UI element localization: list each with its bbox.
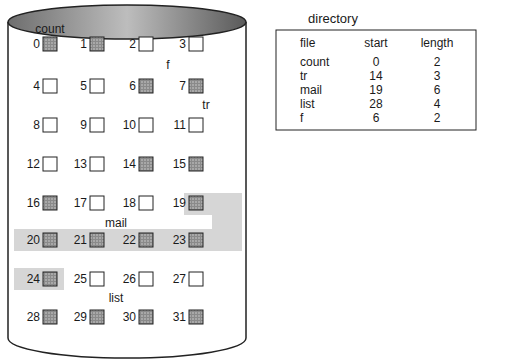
- disk-block: [139, 157, 153, 171]
- block-number: 3: [179, 38, 186, 50]
- block-number: 1: [80, 38, 87, 50]
- table-cell: f: [300, 112, 303, 124]
- block-number: 15: [173, 158, 186, 170]
- disk-top: [8, 5, 246, 39]
- disk-block: [43, 118, 57, 132]
- disk-block: [43, 233, 57, 247]
- disk-body: [8, 22, 246, 358]
- disk-block: [189, 233, 203, 247]
- disk-block: [139, 196, 153, 210]
- disk-block: [139, 233, 153, 247]
- disk-block: [43, 272, 57, 286]
- block-number: 22: [123, 234, 136, 246]
- block-number: 31: [173, 311, 186, 323]
- table-cell: 6: [373, 112, 380, 124]
- table-cell: 19: [369, 84, 382, 96]
- block-number: 11: [174, 119, 186, 131]
- block-number: 21: [74, 234, 87, 246]
- disk-block: [90, 157, 104, 171]
- disk-block: [90, 37, 104, 51]
- disk-block: [43, 79, 57, 93]
- block-number: 28: [27, 311, 40, 323]
- block-number: 16: [27, 197, 40, 209]
- disk-block: [90, 118, 104, 132]
- table-title: directory: [308, 12, 358, 25]
- file-name: count: [35, 23, 64, 35]
- disk-block: [139, 79, 153, 93]
- disk-block: [189, 118, 203, 132]
- table-cell: count: [300, 56, 329, 68]
- block-number: 29: [74, 311, 87, 323]
- file-name: f: [166, 59, 169, 71]
- table-cell: tr: [300, 70, 307, 82]
- table-cell: 3: [434, 70, 441, 82]
- disk-block: [90, 233, 104, 247]
- disk-block: [139, 272, 153, 286]
- block-number: 19: [173, 197, 186, 209]
- block-number: 7: [179, 80, 186, 92]
- disk-block: [189, 157, 203, 171]
- block-number: 27: [173, 273, 186, 285]
- disk-block: [90, 79, 104, 93]
- column-header: file: [300, 37, 315, 49]
- block-number: 0: [33, 38, 40, 50]
- disk-block: [90, 272, 104, 286]
- disk-block: [189, 37, 203, 51]
- disk-block: [139, 310, 153, 324]
- table-cell: 4: [434, 98, 441, 110]
- block-number: 6: [129, 80, 136, 92]
- block-number: 17: [74, 197, 87, 209]
- block-number: 9: [80, 119, 87, 131]
- disk-blocks: [43, 37, 203, 324]
- block-number: 5: [80, 80, 87, 92]
- disk-block: [90, 196, 104, 210]
- disk-block: [43, 196, 57, 210]
- table-cell: 14: [369, 70, 382, 82]
- block-number: 23: [173, 234, 186, 246]
- table-cell: 2: [434, 112, 441, 124]
- disk-block: [189, 310, 203, 324]
- disk-block: [189, 79, 203, 93]
- disk-block: [189, 196, 203, 210]
- block-number: 13: [74, 158, 87, 170]
- block-number: 24: [27, 273, 40, 285]
- disk-block: [43, 157, 57, 171]
- file-name: tr: [202, 99, 209, 111]
- table-cell: list: [300, 98, 315, 110]
- disk-block: [139, 118, 153, 132]
- block-number: 8: [33, 119, 40, 131]
- file-name: list: [109, 292, 124, 304]
- disk-block: [189, 272, 203, 286]
- block-number: 18: [123, 197, 136, 209]
- block-number: 2: [129, 38, 136, 50]
- table-cell: 6: [434, 84, 441, 96]
- block-number: 30: [123, 311, 136, 323]
- block-number: 26: [123, 273, 136, 285]
- block-number: 10: [123, 119, 136, 131]
- disk-block: [139, 37, 153, 51]
- block-number: 14: [123, 158, 136, 170]
- disk-block: [43, 37, 57, 51]
- block-number: 20: [27, 234, 40, 246]
- column-header: length: [421, 37, 454, 49]
- table-cell: 2: [434, 56, 441, 68]
- disk-block: [43, 310, 57, 324]
- table-cell: 28: [369, 98, 382, 110]
- directory-frame: [276, 30, 476, 130]
- table-cell: 0: [373, 56, 380, 68]
- block-number: 4: [33, 80, 40, 92]
- column-header: start: [364, 37, 387, 49]
- file-name: mail: [105, 217, 127, 229]
- mail-band: [14, 193, 242, 290]
- table-cell: mail: [300, 84, 322, 96]
- block-number: 25: [74, 273, 87, 285]
- disk-block: [90, 310, 104, 324]
- block-number: 12: [27, 158, 40, 170]
